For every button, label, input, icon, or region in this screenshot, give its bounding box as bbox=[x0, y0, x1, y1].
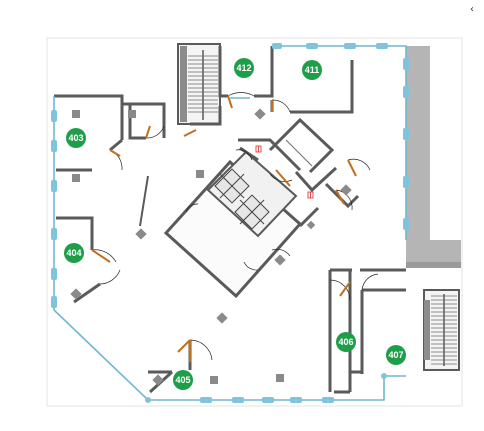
room-badge-404[interactable]: 404 bbox=[64, 243, 84, 263]
room-label-406: 406 bbox=[338, 337, 353, 347]
room-label-412: 412 bbox=[236, 63, 251, 73]
room-label-405: 405 bbox=[175, 375, 190, 385]
corner-arrow-icon: ‹ bbox=[470, 4, 474, 15]
room-label-411: 411 bbox=[305, 65, 320, 75]
room-badge-411[interactable]: 411 bbox=[302, 60, 322, 80]
interior-walls bbox=[54, 46, 406, 394]
room-badge-403[interactable]: 403 bbox=[66, 128, 86, 148]
stair-top bbox=[177, 43, 221, 125]
glass-wall-nodes bbox=[51, 43, 409, 403]
room-label-403: 403 bbox=[68, 133, 83, 143]
core-markers bbox=[255, 145, 314, 199]
room-label-407: 407 bbox=[388, 350, 403, 360]
doors bbox=[91, 92, 379, 362]
columns bbox=[70, 108, 352, 386]
room-badge-412[interactable]: 412 bbox=[234, 58, 254, 78]
service-block bbox=[406, 46, 461, 268]
room-badge-405[interactable]: 405 bbox=[173, 370, 193, 390]
room-badge-406[interactable]: 406 bbox=[336, 332, 356, 352]
room-label-404: 404 bbox=[66, 248, 81, 258]
stair-right bbox=[423, 289, 460, 371]
room-badge-407[interactable]: 407 bbox=[386, 345, 406, 365]
